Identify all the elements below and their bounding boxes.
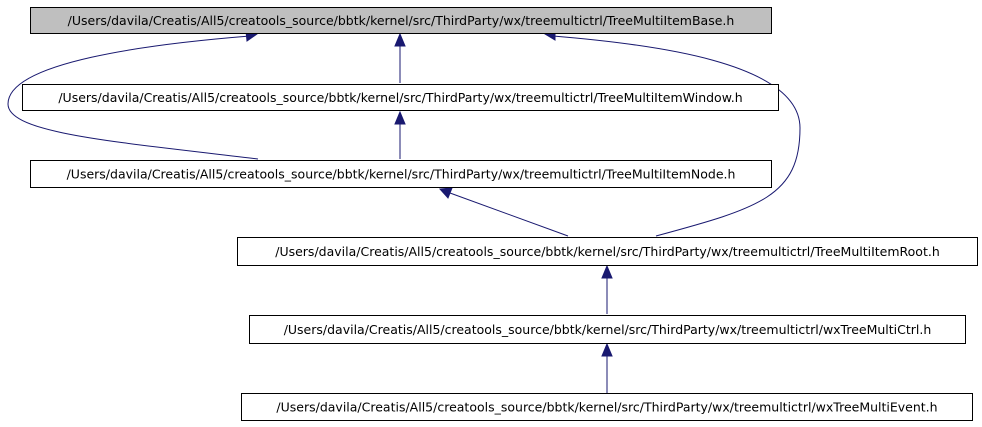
node-box-treemultiitemnode — [30, 160, 772, 188]
edge-node-to-base — [7, 35, 259, 160]
node-box-wxtreemultictrl — [249, 315, 966, 344]
node-label-wxtreemultictrl: /Users/davila/Creatis/All5/creatools_sou… — [284, 322, 932, 337]
node-treemultiitemroot[interactable]: /Users/davila/Creatis/All5/creatools_sou… — [237, 237, 978, 266]
node-box-wxtreemultievent — [241, 393, 973, 421]
arrowhead-root-to-node — [438, 187, 453, 199]
node-label-treemultiitemroot: /Users/davila/Creatis/All5/creatools_sou… — [275, 244, 940, 259]
arrowhead-window-to-base — [394, 32, 406, 47]
edge-root-to-node — [449, 192, 569, 237]
node-label-treemultiitemnode: /Users/davila/Creatis/All5/creatools_sou… — [67, 167, 736, 182]
node-treemultiitembase[interactable]: /Users/davila/Creatis/All5/creatools_sou… — [30, 7, 772, 34]
node-wxtreemultictrl[interactable]: /Users/davila/Creatis/All5/creatools_sou… — [249, 315, 966, 344]
node-treemultiitemwindow[interactable]: /Users/davila/Creatis/All5/creatools_sou… — [22, 84, 779, 111]
edges — [7, 29, 801, 393]
node-treemultiitemnode[interactable]: /Users/davila/Creatis/All5/creatools_sou… — [30, 160, 772, 188]
node-wxtreemultievent[interactable]: /Users/davila/Creatis/All5/creatools_sou… — [241, 393, 973, 421]
node-label-wxtreemultievent: /Users/davila/Creatis/All5/creatools_sou… — [276, 400, 937, 415]
arrowhead-ctrl-to-root — [601, 264, 613, 279]
node-label-treemultiitembase: /Users/davila/Creatis/All5/creatools_sou… — [68, 13, 735, 28]
node-box-treemultiitembase — [30, 7, 772, 34]
edge-root-to-base — [552, 35, 801, 237]
arrowhead-node-to-window — [394, 110, 406, 125]
node-label-treemultiitemwindow: /Users/davila/Creatis/All5/creatools_sou… — [58, 90, 742, 105]
node-box-treemultiitemroot — [237, 237, 978, 266]
node-box-treemultiitemwindow — [22, 84, 779, 111]
arrowhead-event-to-ctrl — [601, 342, 613, 357]
